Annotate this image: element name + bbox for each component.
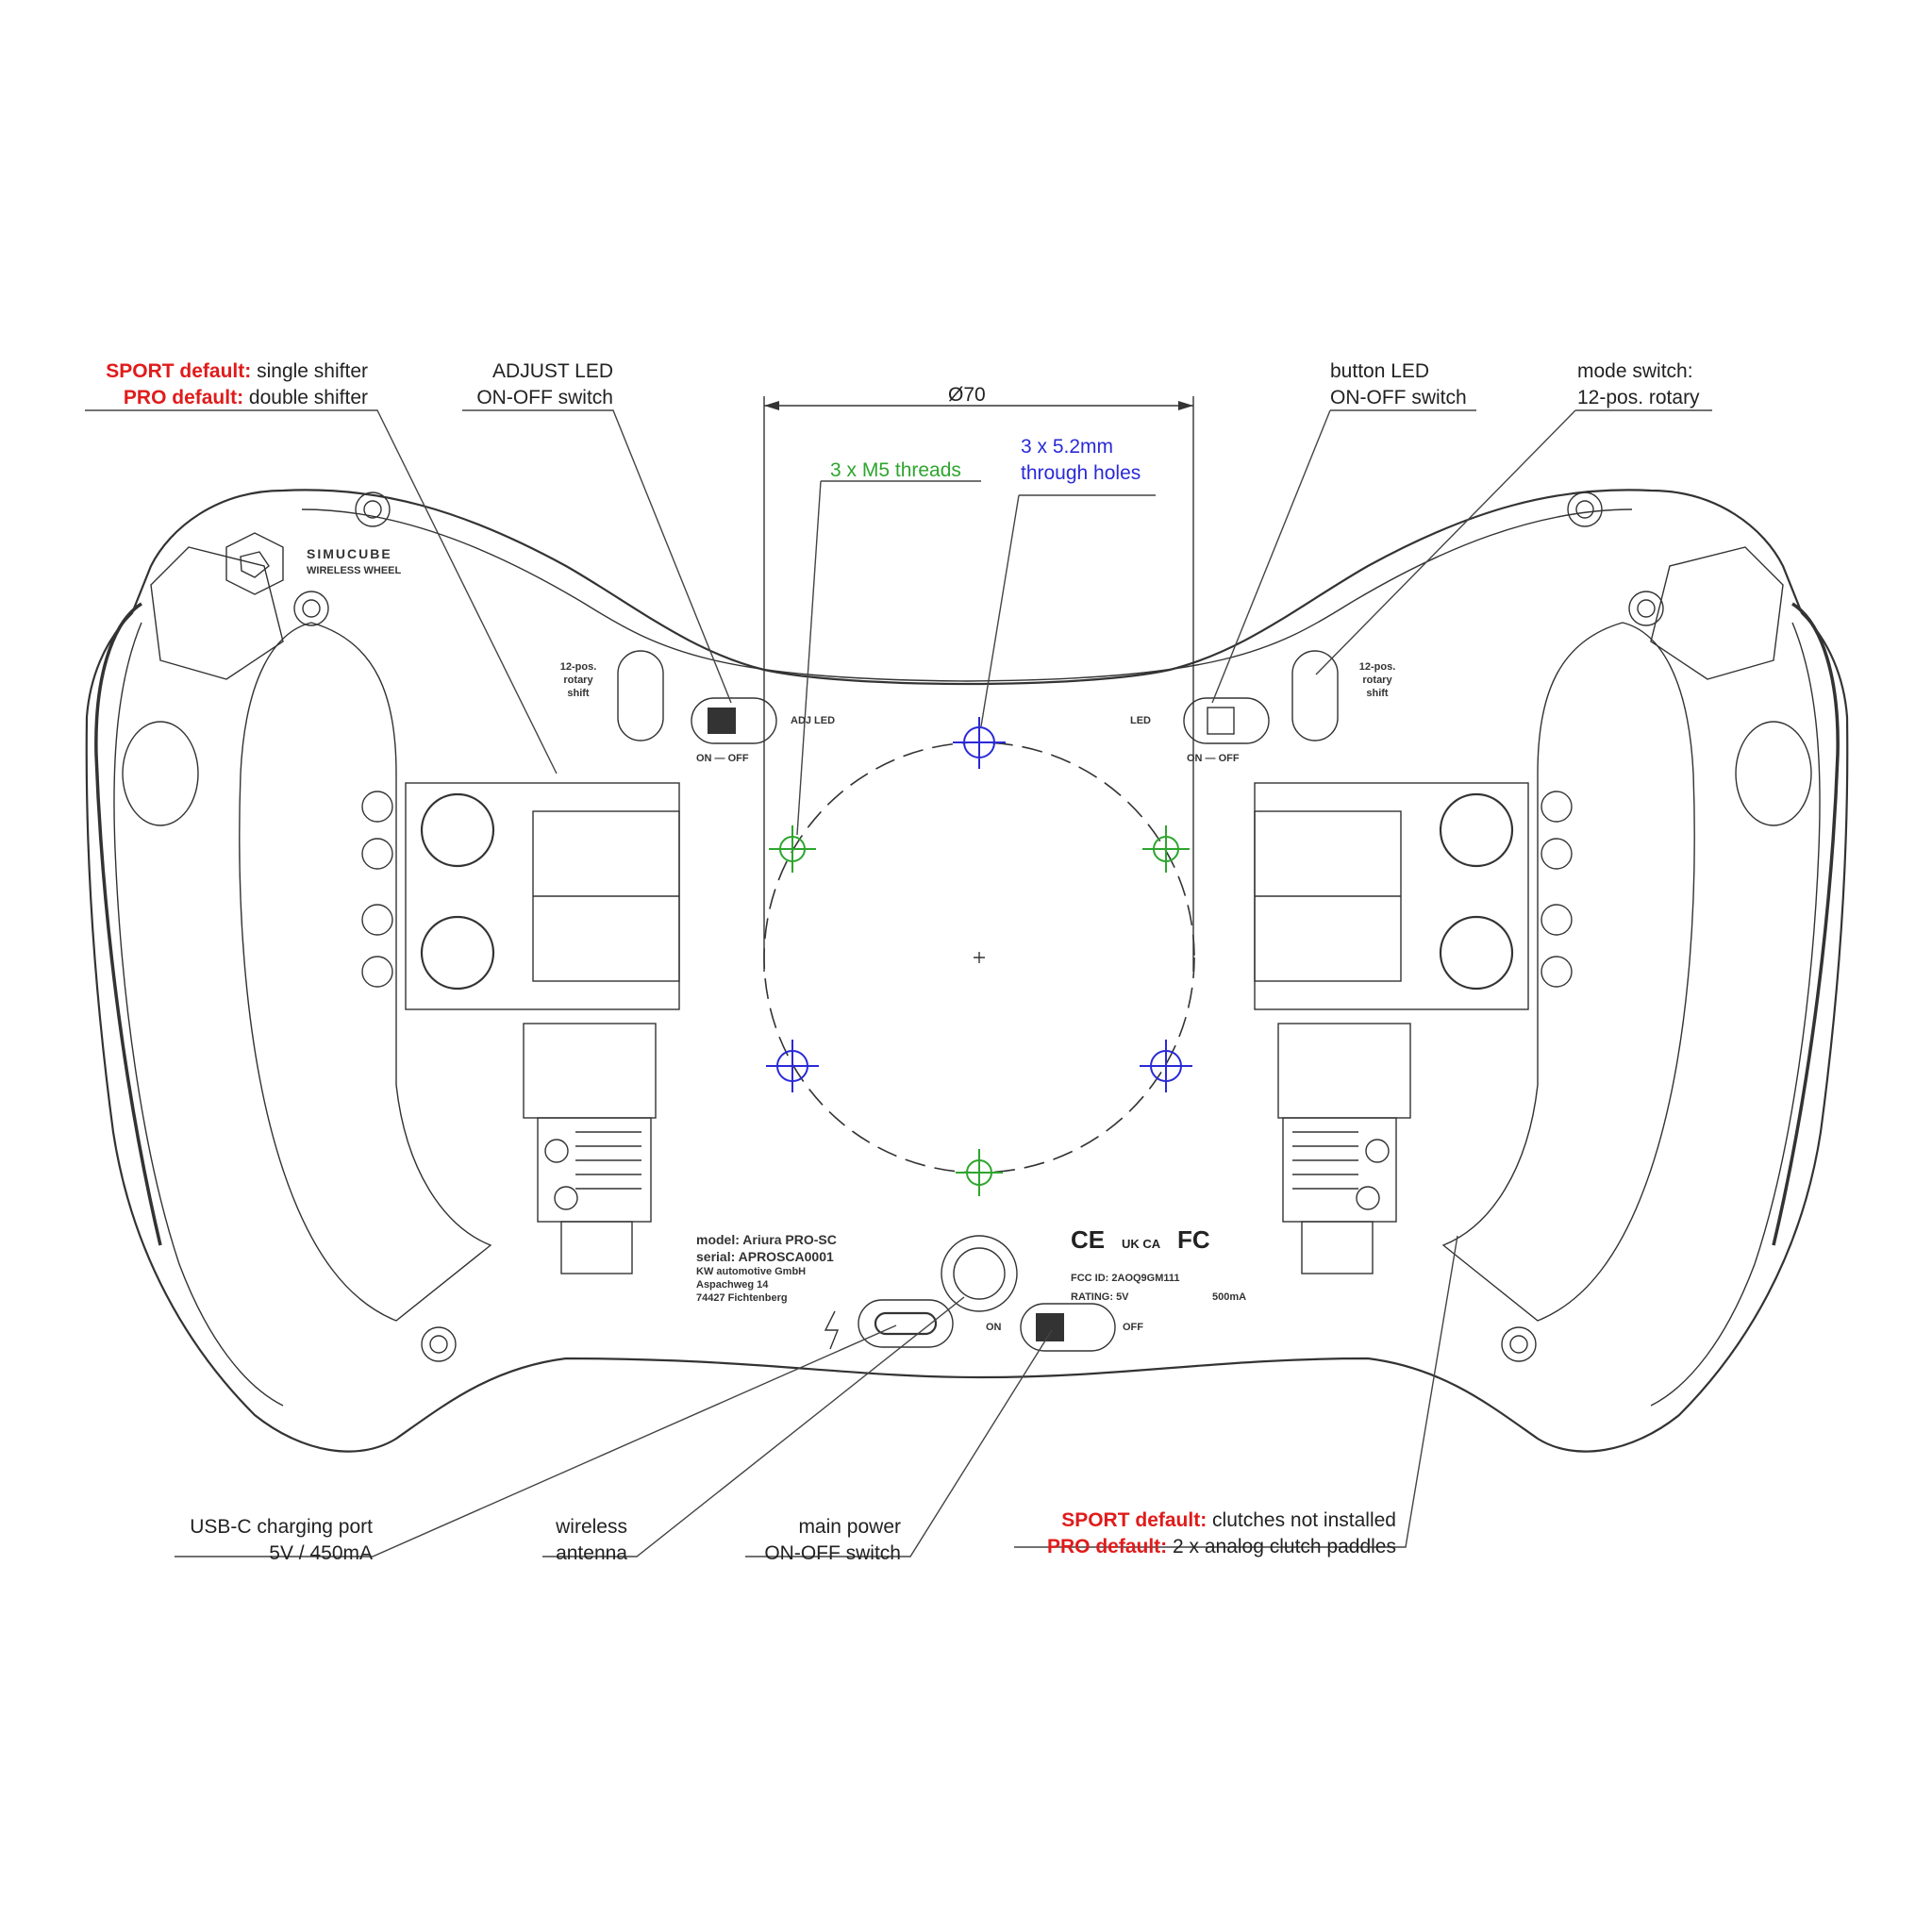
button-led-toggle — [1183, 697, 1270, 744]
fc-mark: FC — [1176, 1225, 1210, 1254]
usbc-callout: USB-C charging port 5V / 450mA — [132, 1514, 373, 1567]
right-grip-edge — [1772, 602, 1840, 1246]
adjust-led-toggle-lever — [708, 708, 736, 734]
left-clutch-mechanism — [523, 1023, 657, 1274]
shifter-pro-key: PRO default: — [123, 387, 244, 408]
rotary-right-mark: 12-pos. rotary shift — [1344, 660, 1410, 700]
right-clutch-mechanism — [1277, 1023, 1411, 1274]
left-top-block — [150, 546, 284, 680]
mode-switch-callout: mode switch: 12-pos. rotary — [1577, 358, 1700, 411]
center-mark — [974, 952, 985, 963]
adjust-led-toggle — [691, 697, 777, 744]
right-grip — [1650, 622, 1821, 1407]
led-mark: LED — [1130, 715, 1151, 726]
left-rotary-switch — [617, 650, 664, 741]
shifter-sport-value: single shifter — [251, 360, 368, 382]
plate-company: KW automotive GmbH — [696, 1266, 807, 1277]
antenna-line1: wireless — [556, 1516, 627, 1538]
button-led-line1: button LED — [1330, 360, 1430, 382]
shifter-pro-value: double shifter — [243, 387, 368, 408]
holes-line2: through holes — [1021, 462, 1141, 484]
right-rotary-switch — [1291, 650, 1339, 741]
main-power-line2: ON-OFF switch — [764, 1542, 901, 1564]
left-grip — [113, 622, 284, 1407]
antenna-callout: wireless antenna — [509, 1514, 627, 1567]
rotary-left-line2: rotary — [563, 675, 593, 686]
dimension-70 — [763, 396, 1194, 972]
charging-icon — [824, 1310, 840, 1350]
plate-model: model: Ariura PRO-SC — [696, 1232, 837, 1247]
plate-fcc: FCC ID: 2AOQ9GM111 — [1071, 1273, 1180, 1284]
clutch-callout: SPORT default: clutches not installed PR… — [981, 1507, 1396, 1560]
ce-mark: CE — [1071, 1225, 1106, 1254]
plate-serial: serial: APROSCA0001 — [696, 1249, 834, 1264]
leader-lines — [85, 409, 1712, 1557]
rotary-right-line3: shift — [1366, 688, 1389, 699]
button-on-off-mark: ON — OFF — [1187, 753, 1240, 764]
clutch-pro-value: 2 x analog clutch paddles — [1167, 1536, 1396, 1557]
ukca-mark: UK CA — [1121, 1237, 1161, 1251]
mode-switch-line2: 12-pos. rotary — [1577, 387, 1700, 408]
holes-line1: 3 x 5.2mm — [1021, 436, 1114, 458]
rotary-left-mark: 12-pos. rotary shift — [545, 660, 611, 700]
m5-threads — [769, 825, 1190, 1196]
right-shifter-module — [1254, 782, 1573, 1010]
brand-tagline: WIRELESS WHEEL — [307, 565, 402, 576]
power-off-mark: OFF — [1123, 1322, 1143, 1333]
rotary-left-line3: shift — [567, 688, 590, 699]
holes-callout: 3 x 5.2mm through holes — [1021, 434, 1141, 487]
adjust-led-callout: ADJUST LED ON-OFF switch — [425, 358, 613, 411]
mounting-screws — [293, 491, 1664, 1362]
brand-name: SIMUCUBE — [307, 546, 392, 561]
wireless-antenna-button — [941, 1235, 1018, 1312]
logo-cube-icon — [225, 532, 284, 595]
right-inner-pocket — [1441, 622, 1695, 1322]
plate-current: 500mA — [1212, 1291, 1247, 1303]
adjust-led-line1: ADJUST LED — [492, 360, 613, 382]
plate-rating: RATING: 5V — [1071, 1291, 1129, 1303]
dimension-label: Ø70 — [948, 384, 986, 406]
usb-c-port — [858, 1299, 954, 1348]
clutch-pro-key: PRO default: — [1046, 1536, 1168, 1557]
main-power-toggle — [1020, 1303, 1116, 1352]
usbc-line2: 5V / 450mA — [269, 1542, 373, 1564]
top-rim-inner — [301, 508, 1633, 682]
right-top-block — [1650, 546, 1784, 680]
button-led-toggle-lever — [1207, 707, 1235, 735]
usbc-line1: USB-C charging port — [190, 1516, 373, 1538]
button-led-line2: ON-OFF switch — [1330, 387, 1467, 408]
main-power-line1: main power — [798, 1516, 901, 1538]
left-inner-pocket — [239, 622, 492, 1322]
power-on-mark: ON — [986, 1322, 1002, 1333]
rotary-right-line2: rotary — [1362, 675, 1392, 686]
adj-led-mark: ADJ LED — [791, 715, 836, 726]
left-grip-edge — [94, 602, 162, 1246]
cert-marks: CE UK CA FC — [1071, 1226, 1210, 1257]
rotary-right-line1: 12-pos. — [1358, 661, 1396, 673]
clutch-sport-key: SPORT default: — [1061, 1509, 1208, 1531]
button-led-callout: button LED ON-OFF switch — [1330, 358, 1467, 411]
adjust-led-line2: ON-OFF switch — [476, 387, 613, 408]
rotary-left-line1: 12-pos. — [559, 661, 597, 673]
antenna-line2: antenna — [556, 1542, 627, 1564]
clutch-sport-value: clutches not installed — [1207, 1509, 1396, 1531]
right-side-knob — [1735, 721, 1812, 826]
label-plate-left: model: Ariura PRO-SC serial: APROSCA0001… — [696, 1231, 837, 1305]
through-holes — [766, 717, 1192, 1092]
shifter-sport-key: SPORT default: — [106, 360, 252, 382]
threads-label: 3 x M5 threads — [830, 459, 961, 481]
mode-switch-line1: mode switch: — [1577, 360, 1693, 382]
plate-street: Aspachweg 14 — [696, 1279, 769, 1291]
shifter-callout: SPORT default: single shifter PRO defaul… — [75, 358, 368, 411]
left-side-knob — [122, 721, 199, 826]
adjust-on-off-mark: ON — OFF — [696, 753, 749, 764]
plate-city: 74427 Fichtenberg — [696, 1292, 788, 1304]
left-shifter-module — [361, 782, 680, 1010]
main-power-callout: main power ON-OFF switch — [717, 1514, 901, 1567]
